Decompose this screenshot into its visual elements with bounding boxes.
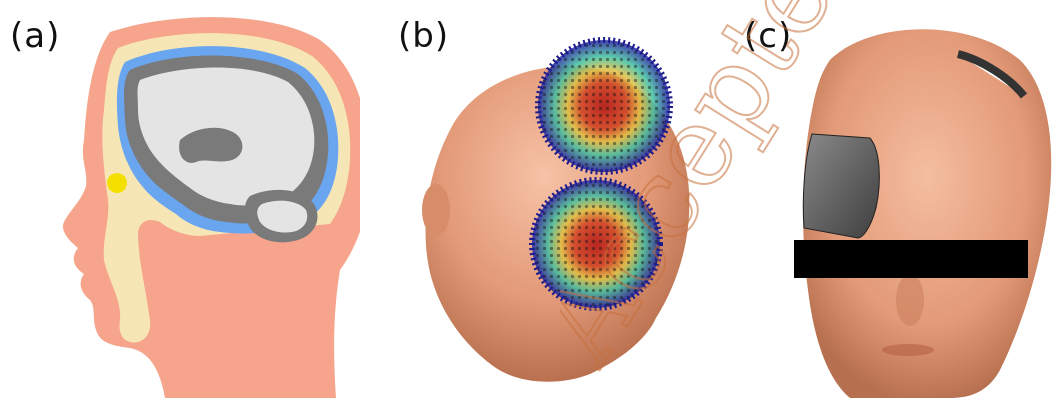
sagittal-head-model xyxy=(0,0,360,398)
panel-a: (a) xyxy=(0,0,360,398)
mouth xyxy=(882,344,934,356)
ear xyxy=(422,184,450,236)
panel-label-c: (c) xyxy=(744,16,792,56)
eye-marker xyxy=(107,173,127,193)
eye-censor-bar xyxy=(794,240,1028,278)
head-front-view xyxy=(720,0,1057,398)
electrode-array-upper xyxy=(538,40,670,172)
nose xyxy=(896,274,924,326)
panel-b: (b) xyxy=(380,0,720,398)
panel-c: (c) xyxy=(720,0,1057,398)
panel-label-a: (a) xyxy=(10,16,60,56)
electrode-pad-forehead xyxy=(803,134,879,238)
panel-label-b: (b) xyxy=(398,16,449,56)
head-surface-with-electrodes xyxy=(380,0,720,398)
electrode-array-lower xyxy=(532,180,660,308)
